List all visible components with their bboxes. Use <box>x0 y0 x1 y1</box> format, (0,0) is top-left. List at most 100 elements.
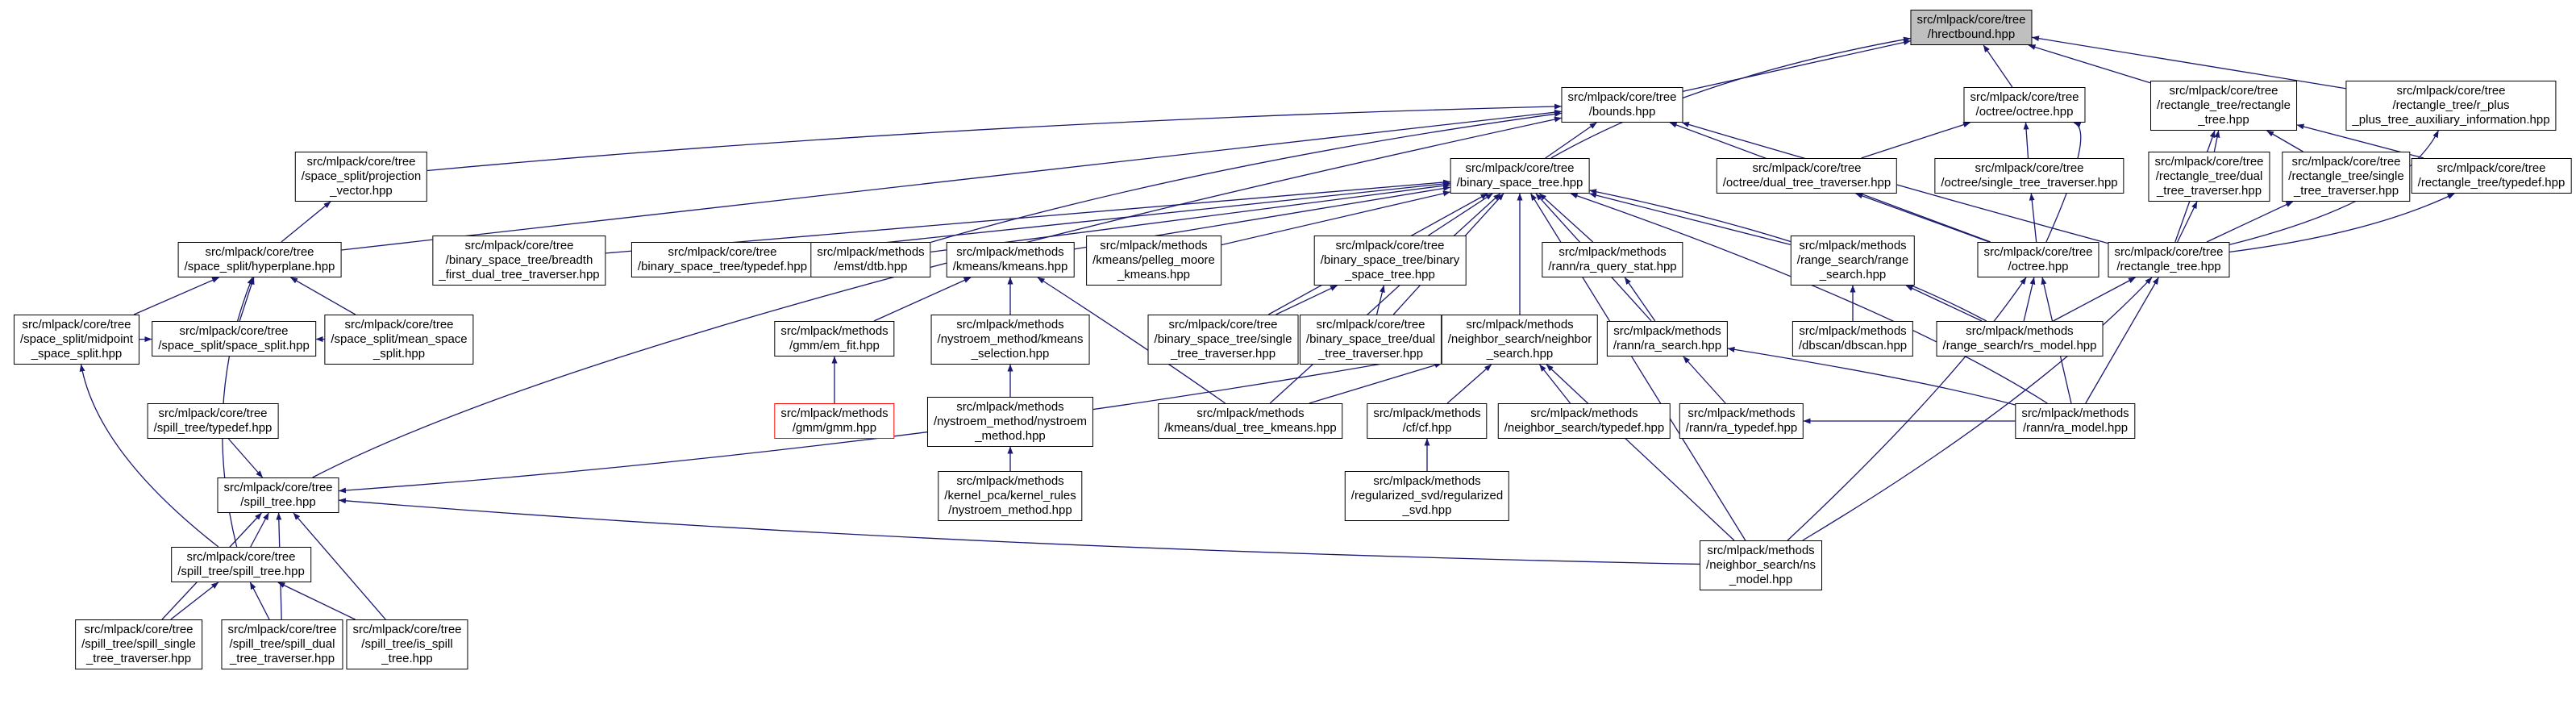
include-edge-rect_single--rect_rect <box>2266 130 2303 152</box>
include-edge-ra_typedef--ra_search <box>1683 356 1726 404</box>
include-edge-spill_typedef--spill_tree_hpp <box>227 438 264 478</box>
include-edge-bst--hrectbound <box>1550 36 1911 159</box>
graph-node-reg_svd[interactable]: src/mlpack/methods /regularized_svd/regu… <box>1344 471 1510 521</box>
include-edge-bounds--hrectbound <box>1683 40 1911 92</box>
graph-node-hrectbound[interactable]: src/mlpack/core/tree /hrectbound.hpp <box>1910 10 2033 45</box>
graph-node-spill_spill[interactable]: src/mlpack/core/tree /spill_tree/spill_t… <box>171 547 311 582</box>
include-edge-range_search--bst <box>1589 192 1792 246</box>
graph-node-rect_typedef[interactable]: src/mlpack/core/tree /rectangle_tree/typ… <box>2411 158 2572 194</box>
include-edge-octree_dual--octree_octree <box>1861 122 1970 159</box>
include-edge-proj_vector--bounds <box>427 103 1562 172</box>
graph-node-octree_dual[interactable]: src/mlpack/core/tree /octree/dual_tree_t… <box>1716 158 1898 194</box>
graph-node-hyperplane[interactable]: src/mlpack/core/tree /space_split/hyperp… <box>177 242 342 277</box>
graph-node-octree_single[interactable]: src/mlpack/core/tree /octree/single_tree… <box>1934 158 2124 194</box>
include-edge-ra_model--bst <box>1570 193 2048 404</box>
graph-node-octree_hpp[interactable]: src/mlpack/core/tree /octree.hpp <box>1977 242 2100 277</box>
include-edge-octree_single--octree_octree <box>2023 122 2029 159</box>
graph-node-bfdtt[interactable]: src/mlpack/core/tree /binary_space_tree/… <box>432 236 606 286</box>
graph-node-dbscan[interactable]: src/mlpack/methods /dbscan/dbscan.hpp <box>1792 321 1914 356</box>
include-edge-rect_rect--hrectbound <box>2028 44 2151 84</box>
include-edge-ns_model--octree_hpp <box>1787 277 2027 541</box>
include-edge-rect_hpp--rect_typedef <box>2229 193 2455 252</box>
graph-node-nystroem[interactable]: src/mlpack/methods /nystroem_method/nyst… <box>926 397 1094 447</box>
include-edge-ra_model--ra_search <box>1727 346 2016 406</box>
graph-node-is_spill[interactable]: src/mlpack/core/tree /spill_tree/is_spil… <box>346 619 468 669</box>
include-edge-dt_kmeans--ns <box>1309 362 1442 404</box>
include-edge-rs_model--rect_hpp <box>2053 277 2136 322</box>
include-edge-bst--bounds <box>1545 122 1597 159</box>
graph-node-mean_split[interactable]: src/mlpack/core/tree /space_split/mean_s… <box>324 315 474 365</box>
graph-node-dtb[interactable]: src/mlpack/methods /emst/dtb.hpp <box>810 242 931 277</box>
graph-node-rs_model[interactable]: src/mlpack/methods /range_search/rs_mode… <box>1936 321 2104 356</box>
include-edge-spill_single--spill_spill <box>170 582 219 620</box>
graph-node-ra_query_stat[interactable]: src/mlpack/methods /rann/ra_query_stat.h… <box>1542 242 1683 277</box>
graph-node-spill_dual[interactable]: src/mlpack/core/tree /spill_tree/spill_d… <box>221 619 343 669</box>
include-edge-dtb--bounds <box>930 111 1562 243</box>
graph-node-space_split[interactable]: src/mlpack/core/tree /space_split/space_… <box>152 321 316 356</box>
include-edge-rect_dual--rect_rect <box>2213 130 2220 152</box>
graph-node-ra_model[interactable]: src/mlpack/methods /rann/ra_model.hpp <box>2015 403 2136 439</box>
include-edge-pelleg--bst <box>1221 190 1450 246</box>
graph-node-rect_single[interactable]: src/mlpack/core/tree /rectangle_tree/sin… <box>2282 152 2411 202</box>
include-edge-octree_hpp--octree_octree <box>2045 122 2082 243</box>
include-edge-mean_split--hyperplane <box>290 277 356 315</box>
graph-node-kmeans[interactable]: src/mlpack/methods /kmeans/kmeans.hpp <box>946 242 1075 277</box>
graph-node-ns_model[interactable]: src/mlpack/methods /neighbor_search/ns _… <box>1700 540 1822 590</box>
include-edge-octree_octree--hrectbound <box>1983 44 2013 88</box>
graph-node-kernel_rules[interactable]: src/mlpack/methods /kernel_pca/kernel_ru… <box>938 471 1083 521</box>
include-edge-ns_model--rect_hpp <box>1802 277 2153 541</box>
graph-node-ns[interactable]: src/mlpack/methods /neighbor_search/neig… <box>1441 315 1599 365</box>
graph-node-ns_typedef[interactable]: src/mlpack/methods /neighbor_search/type… <box>1497 403 1671 439</box>
include-edge-spill_spill--midpoint <box>79 364 219 548</box>
include-edge-rs_model--octree_hpp <box>2023 277 2036 322</box>
include-edge-is_spill--spill_tree_hpp <box>293 512 386 620</box>
graph-node-bst_typedef[interactable]: src/mlpack/core/tree /binary_space_tree/… <box>630 242 814 277</box>
include-edge-bfdtt--bst <box>606 179 1450 254</box>
graph-node-bst_single[interactable]: src/mlpack/core/tree /binary_space_tree/… <box>1147 315 1299 365</box>
include-edge-dt_kmeans--bst <box>1269 193 1501 404</box>
include-edge-bst_typedef--bst <box>813 181 1450 251</box>
graph-node-rect_hpp[interactable]: src/mlpack/core/tree /rectangle_tree.hpp <box>2108 242 2230 277</box>
include-edge-octree_hpp--octree_single <box>2029 193 2037 243</box>
graph-node-ra_typedef[interactable]: src/mlpack/methods /rann/ra_typedef.hpp <box>1679 403 1804 439</box>
include-edge-spill_tree_hpp--bounds <box>312 116 1562 478</box>
include-edge-is_spill--spill_spill <box>277 582 356 620</box>
include-edge-em_fit--kmeans <box>873 277 972 322</box>
include-edge-cf--ns <box>1446 364 1492 404</box>
include-edge-ra_search--ra_query_stat <box>1624 277 1656 322</box>
graph-node-gmm[interactable]: src/mlpack/methods /gmm/gmm.hpp <box>774 403 895 439</box>
graph-node-spill_typedef[interactable]: src/mlpack/core/tree /spill_tree/typedef… <box>147 403 279 439</box>
graph-node-rplusplus_aux[interactable]: src/mlpack/core/tree /rectangle_tree/r_p… <box>2345 81 2557 131</box>
graph-node-proj_vector[interactable]: src/mlpack/core/tree /space_split/projec… <box>294 152 428 202</box>
graph-node-bst_dual[interactable]: src/mlpack/core/tree /binary_space_tree/… <box>1299 315 1442 365</box>
graph-node-range_search[interactable]: src/mlpack/methods /range_search/range _… <box>1790 236 1916 286</box>
graph-node-ra_search[interactable]: src/mlpack/methods /rann/ra_search.hpp <box>1606 321 1729 356</box>
graph-node-spill_single[interactable]: src/mlpack/core/tree /spill_tree/spill_s… <box>75 619 202 669</box>
include-edge-spill_dual--spill_spill <box>249 582 270 620</box>
graph-node-kmeans_sel[interactable]: src/mlpack/methods /nystroem_method/kmea… <box>930 315 1090 365</box>
include-edge-ns_typedef--ns <box>1539 364 1571 404</box>
include-edge-spill_spill--spill_tree_hpp <box>250 512 269 548</box>
graph-node-bst_bst[interactable]: src/mlpack/core/tree /binary_space_tree/… <box>1313 236 1467 286</box>
graph-node-cf[interactable]: src/mlpack/methods /cf/cf.hpp <box>1367 403 1488 439</box>
graph-node-em_fit[interactable]: src/mlpack/methods /gmm/em_fit.hpp <box>774 321 895 356</box>
graph-node-rect_dual[interactable]: src/mlpack/core/tree /rectangle_tree/dua… <box>2148 152 2270 202</box>
graph-node-rect_rect[interactable]: src/mlpack/core/tree /rectangle_tree/rec… <box>2150 81 2297 131</box>
include-edge-octree_hpp--octree_dual <box>1855 193 1990 243</box>
include-edge-dtb--bst <box>930 182 1450 253</box>
graph-node-pelleg[interactable]: src/mlpack/methods /kmeans/pelleg_moore … <box>1086 236 1221 286</box>
include-edge-rs_model--range_search <box>1905 285 1983 322</box>
graph-node-spill_tree_hpp[interactable]: src/mlpack/core/tree /spill_tree.hpp <box>217 477 339 513</box>
graph-node-midpoint[interactable]: src/mlpack/core/tree /space_split/midpoi… <box>13 315 140 365</box>
graph-node-dt_kmeans[interactable]: src/mlpack/methods /kmeans/dual_tree_kme… <box>1158 403 1343 439</box>
include-edge-ns_model--spill_tree_hpp <box>339 498 1700 565</box>
include-edge-rplusplus_aux--hrectbound <box>2032 35 2346 90</box>
include-edge-rect_hpp--rect_dual <box>2177 201 2198 243</box>
include-edge-rect_hpp--rect_single <box>2206 201 2294 243</box>
graph-node-bounds[interactable]: src/mlpack/core/tree /bounds.hpp <box>1561 87 1683 123</box>
graph-node-octree_octree[interactable]: src/mlpack/core/tree /octree/octree.hpp <box>1963 87 2086 123</box>
include-edge-ra_query_stat--bst <box>1538 193 1594 243</box>
graph-node-bst[interactable]: src/mlpack/core/tree /binary_space_tree.… <box>1450 158 1590 194</box>
